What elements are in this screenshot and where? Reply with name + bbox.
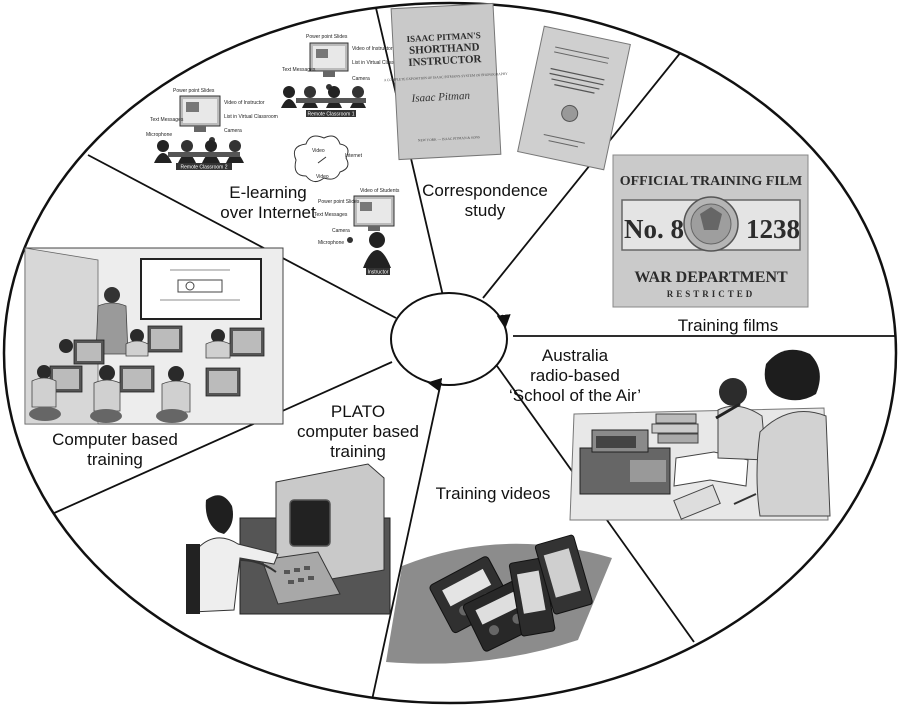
label-plato: PLATO computer based training <box>288 402 428 462</box>
divider-line <box>87 154 397 319</box>
instructor-label: Video of Students <box>360 188 400 194</box>
label-line: radio-based <box>530 366 620 385</box>
segment-dividers <box>51 7 896 701</box>
book-subtitle: A COMPLETE EXPOSITION OF ISAAC PITMAN'S … <box>384 72 509 83</box>
label-line: Australia <box>541 346 609 365</box>
label-line: training <box>87 450 143 469</box>
pamphlet <box>517 25 631 171</box>
instructor-caption: Instructor <box>368 270 389 276</box>
plato-illustration <box>186 463 391 615</box>
training-film-illustration: OFFICIAL TRAINING FILM No. 8- 1238 WAR D… <box>612 154 809 308</box>
cloud-label: Internet <box>345 153 363 159</box>
film-top-text: OFFICIAL TRAINING FILM <box>620 174 803 189</box>
center-cycle <box>390 292 511 392</box>
label-line: training <box>330 442 386 461</box>
classroom2-label: Video of Instructor <box>224 100 265 106</box>
video-cassettes-illustration <box>386 534 612 664</box>
label-line: Training films <box>677 316 779 335</box>
shorthand-book: ISAAC PITMAN'S SHORTHAND INSTRUCTOR A CO… <box>384 2 509 161</box>
film-number-left: No. 8- <box>624 214 693 244</box>
classroom1-label: Power point Slides <box>306 34 348 40</box>
cbt-illustration <box>24 247 284 425</box>
divider-line <box>51 361 393 515</box>
classroom1-caption: Remote Classroom 1 <box>308 112 355 118</box>
label-line: Computer based <box>52 430 178 449</box>
label-line: PLATO <box>330 402 386 421</box>
classroom1-label: Camera <box>352 76 370 82</box>
label-line: over Internet <box>220 203 316 222</box>
label-line: E-learning <box>229 183 307 202</box>
internet-cloud: Video Video Internet <box>293 135 363 182</box>
cycle-arrow <box>427 377 443 392</box>
cloud-label: Video <box>316 174 329 180</box>
instructor-label: Power point Slides <box>318 199 360 205</box>
correspondence-illustration: ISAAC PITMAN'S SHORTHAND INSTRUCTOR A CO… <box>384 2 631 171</box>
label-line: computer based <box>297 422 419 441</box>
book-title: ISAAC PITMAN'S <box>406 30 481 44</box>
classroom2-label: Microphone <box>146 132 172 138</box>
book-title: INSTRUCTOR <box>408 53 483 69</box>
label-training-videos: Training videos <box>420 484 566 504</box>
divider-line <box>371 381 442 701</box>
cycle-arrow <box>496 314 511 329</box>
instructor-label: Camera <box>332 228 350 234</box>
classroom2-label: List in Virtual Classroom <box>224 114 278 120</box>
label-elearning: E-learning over Internet <box>198 183 338 223</box>
label-line: ‘School of the Air’ <box>509 386 641 405</box>
remote-classroom-1: Remote Classroom 1 Power point Slides Vi… <box>281 34 406 118</box>
classroom1-label: List in Virtual Classroom <box>352 60 406 66</box>
label-school-of-the-air: Australia radio-based ‘School of the Air… <box>490 346 660 406</box>
classroom1-label: Video of Instructor <box>352 46 393 52</box>
divider-line <box>482 51 682 299</box>
classroom2-label: Camera <box>224 128 242 134</box>
instructor-label: Text Messages <box>314 212 348 218</box>
label-line: study <box>464 201 506 220</box>
film-department: WAR DEPARTMENT <box>634 269 788 286</box>
instructor-label: Microphone <box>318 240 344 246</box>
classroom2-label: Text Messages <box>150 117 184 123</box>
classroom1-label: Text Messages <box>282 67 316 73</box>
elearning-illustration: Remote Classroom 1 Power point Slides Vi… <box>146 34 406 276</box>
classroom2-label: Power point Slides <box>173 88 215 94</box>
instructor-station: Instructor Video of Students Power point… <box>314 188 400 276</box>
book-title: SHORTHAND <box>409 41 480 57</box>
label-computer-based-training: Computer based training <box>30 430 200 470</box>
school-of-air-illustration <box>569 349 831 521</box>
label-line: Correspondence <box>422 181 548 200</box>
book-publisher: NEW YORK — ISAAC PITMAN & SONS <box>418 135 480 142</box>
book-signature: Isaac Pitman <box>410 90 470 105</box>
classroom2-caption: Remote Classroom 2 <box>181 165 228 171</box>
remote-classroom-2: Remote Classroom 2 Power point Slides Vi… <box>146 88 278 171</box>
center-circle <box>390 292 508 386</box>
cloud-label: Video <box>312 148 325 154</box>
label-training-films: Training films <box>648 316 808 336</box>
film-number-right: 1238 <box>746 214 800 244</box>
film-restriction: RESTRICTED <box>667 289 756 299</box>
label-line: Training videos <box>435 484 551 503</box>
label-correspondence: Correspondence study <box>410 181 560 221</box>
